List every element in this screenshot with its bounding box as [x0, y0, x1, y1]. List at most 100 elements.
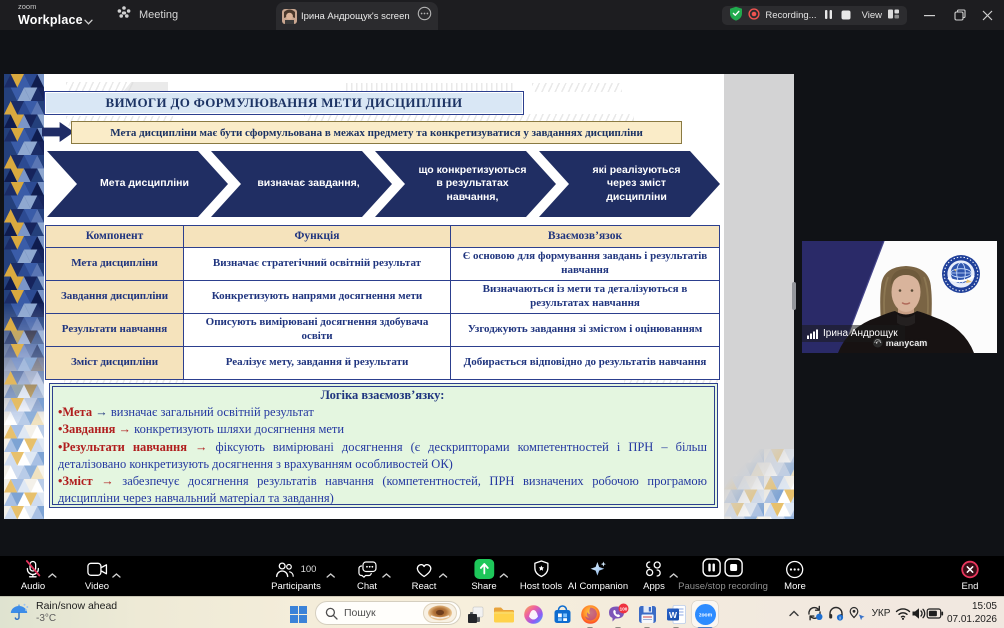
tray-sync-icon[interactable]	[807, 597, 824, 628]
manycam-watermark-text: manycam	[885, 337, 928, 348]
recording-dot-icon	[748, 7, 760, 25]
table-cell: Реалізує мету, завдання й результати	[183, 346, 451, 380]
table-row: Завдання дисципліни Конкретизують напрям…	[45, 280, 720, 314]
logic-arrow: →	[101, 474, 114, 488]
participants-button[interactable]: 100 Participants	[271, 559, 335, 592]
pause-stop-recording-label: Pause/stop recording	[678, 581, 768, 592]
participant-video-tile[interactable]: manycam Ірина Андрощук	[802, 241, 997, 353]
view-button-label[interactable]: View	[861, 10, 882, 21]
share-button[interactable]: Share	[471, 559, 508, 592]
pause-recording-button-icon[interactable]	[702, 558, 722, 580]
heart-reaction-icon	[414, 559, 433, 579]
process-arrow-3-text: що конкретизуються в результатах навчанн…	[418, 164, 527, 203]
tray-battery-icon[interactable]	[926, 597, 944, 628]
close-button[interactable]	[970, 0, 1004, 30]
components-table: Компонент Функція Взаємозв’язок Мета дис…	[45, 225, 720, 380]
tray-clock[interactable]: 15:05 07.01.2026	[947, 600, 997, 626]
workspace-chevron-down-icon[interactable]	[84, 12, 93, 30]
taskbar-app-viber[interactable]: 100	[605, 601, 631, 627]
host-tools-shield-icon	[533, 559, 550, 579]
process-arrow-1-text: Мета дисципліни	[100, 177, 189, 190]
logic-text: конкретизують шляхи досягнення мети	[134, 422, 345, 437]
taskbar-app-zoom[interactable]: zoom	[692, 601, 718, 627]
zoom-workplace-logo: zoom Workplace	[18, 3, 83, 28]
view-layout-icon[interactable]	[887, 7, 900, 25]
taskbar-app-copilot[interactable]	[520, 601, 546, 627]
table-cell: Добирається відповідно до результатів на…	[450, 346, 720, 380]
tray-wifi-icon[interactable]	[895, 597, 911, 628]
svg-text:i: i	[839, 615, 840, 621]
table-header-relation: Взаємозв’язок	[450, 225, 720, 248]
connection-bars-icon	[807, 329, 818, 339]
audio-button[interactable]: Audio	[21, 559, 57, 592]
table-cell: Мета дисципліни	[45, 247, 184, 281]
react-button[interactable]: React	[412, 559, 448, 592]
slide-subtitle-text: Мета дисципліни має бути сформульована в…	[110, 126, 643, 139]
logic-keyword: •Результати навчання	[58, 439, 188, 454]
tray-chevron-up-icon[interactable]	[789, 597, 800, 628]
tray-location-icon[interactable]	[849, 597, 866, 628]
taskbar-app-word[interactable]: W	[663, 601, 689, 627]
apps-icon	[645, 559, 664, 579]
react-options-caret[interactable]	[439, 566, 448, 581]
share-tab-options-icon[interactable]	[417, 6, 432, 26]
search-highlight-image[interactable]	[423, 603, 457, 623]
audio-options-caret[interactable]	[48, 566, 57, 581]
share-options-caret[interactable]	[499, 566, 508, 581]
end-label: End	[961, 581, 979, 592]
workplace-logo-text: Workplace	[18, 12, 83, 27]
table-header-function: Функція	[183, 225, 451, 248]
logic-arrow: →	[118, 422, 132, 437]
security-shield-icon[interactable]	[729, 6, 743, 26]
process-arrow-3: що конкретизуються в результатах навчанн…	[375, 151, 556, 217]
minimize-button[interactable]	[912, 0, 946, 30]
stop-recording-icon[interactable]	[841, 7, 851, 25]
table-cell: Завдання дисципліни	[45, 280, 184, 314]
taskbar-app-firefox[interactable]	[577, 601, 603, 627]
table-cell: Визначаються із мети та деталізуються в …	[450, 280, 720, 314]
apps-options-caret[interactable]	[669, 566, 678, 581]
process-arrows: Мета дисципліни визначає завдання, що ко…	[4, 151, 794, 217]
end-meeting-button[interactable]: End	[961, 559, 980, 592]
chat-button[interactable]: Chat	[357, 559, 391, 592]
host-tools-button[interactable]: Host tools	[520, 559, 562, 592]
participant-person	[838, 266, 974, 353]
zoom-logo-small: zoom	[18, 2, 37, 11]
apps-button[interactable]: Apps	[643, 559, 678, 592]
tray-language-indicator[interactable]: УКР	[871, 607, 891, 619]
chat-options-caret[interactable]	[382, 566, 391, 581]
taskbar-app-file-explorer[interactable]	[491, 601, 517, 627]
tab-meeting[interactable]: Meeting	[108, 0, 186, 30]
more-label: More	[784, 581, 806, 592]
video-button[interactable]: Video	[84, 559, 121, 592]
taskbar-app-microsoft-store[interactable]	[549, 601, 575, 627]
meeting-tab-label: Meeting	[139, 9, 179, 21]
microphone-muted-icon	[23, 559, 43, 579]
video-panel-drag-handle[interactable]	[792, 282, 796, 310]
pause-stop-recording-button[interactable]: Pause/stop recording	[678, 558, 768, 592]
tray-date: 07.01.2026	[946, 614, 997, 625]
svg-text:W: W	[668, 610, 677, 620]
tray-headset-icon[interactable]: i	[828, 597, 844, 628]
taskbar-app-save[interactable]	[634, 601, 660, 627]
taskbar-app-photos[interactable]	[462, 601, 488, 627]
start-button[interactable]	[285, 601, 311, 627]
participants-options-caret[interactable]	[326, 566, 335, 581]
taskbar-search-box[interactable]: Пошук	[315, 601, 461, 625]
apps-label: Apps	[643, 581, 665, 592]
restore-button[interactable]	[943, 0, 977, 30]
tray-volume-icon[interactable]	[912, 597, 927, 628]
slide-left-mosaic-decoration	[4, 74, 44, 519]
ai-companion-button[interactable]: AI Companion	[568, 559, 628, 592]
video-options-caret[interactable]	[112, 566, 121, 581]
pause-recording-icon[interactable]	[824, 7, 833, 25]
weather-condition-text: Rain/snow ahead	[36, 600, 118, 612]
logic-keyword: •Зміст	[58, 474, 93, 488]
video-label: Video	[84, 581, 110, 592]
weather-widget[interactable]: Rain/snow ahead -3°C	[8, 600, 117, 625]
tab-shared-screen[interactable]: Ірина Андрощук's screen	[276, 2, 438, 30]
video-camera-icon	[86, 559, 107, 579]
more-button[interactable]: More	[784, 559, 806, 592]
logic-item: •Результати навчання → фіксують вимірюва…	[58, 439, 707, 474]
stop-recording-button-icon[interactable]	[724, 558, 744, 580]
